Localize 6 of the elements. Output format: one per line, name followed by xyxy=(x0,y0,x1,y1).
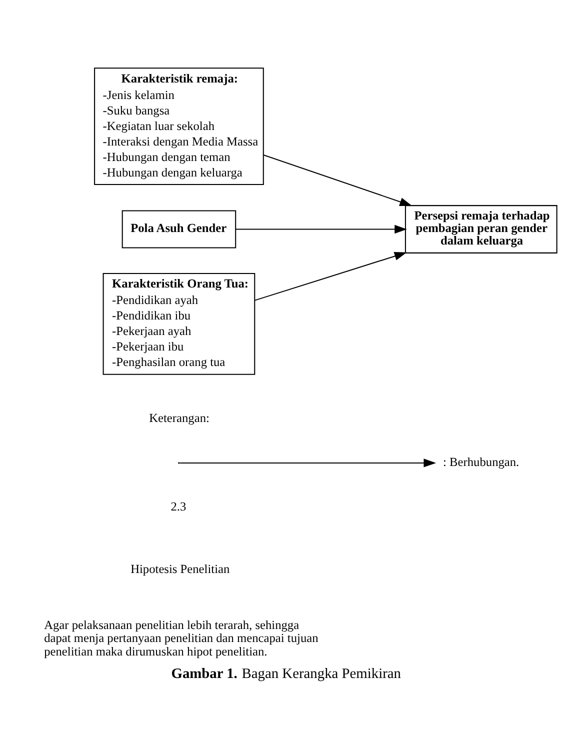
label: Keterangan: xyxy=(149,410,210,424)
label: Agar pelaksanaan penelitian lebih terarah, sehingga dapat menja pertanyaan penelitian dan mencapai tujuan penelitian maka dirumuskan hipot penelitian. xyxy=(44,617,318,658)
caption: Gambar 1. Bagan Kerangka Pemikiran xyxy=(171,665,401,682)
label: 2.3 xyxy=(170,498,186,513)
legend-label: : Berhubungan. xyxy=(443,454,520,469)
label: Hipotesis Penelitian xyxy=(130,562,230,576)
